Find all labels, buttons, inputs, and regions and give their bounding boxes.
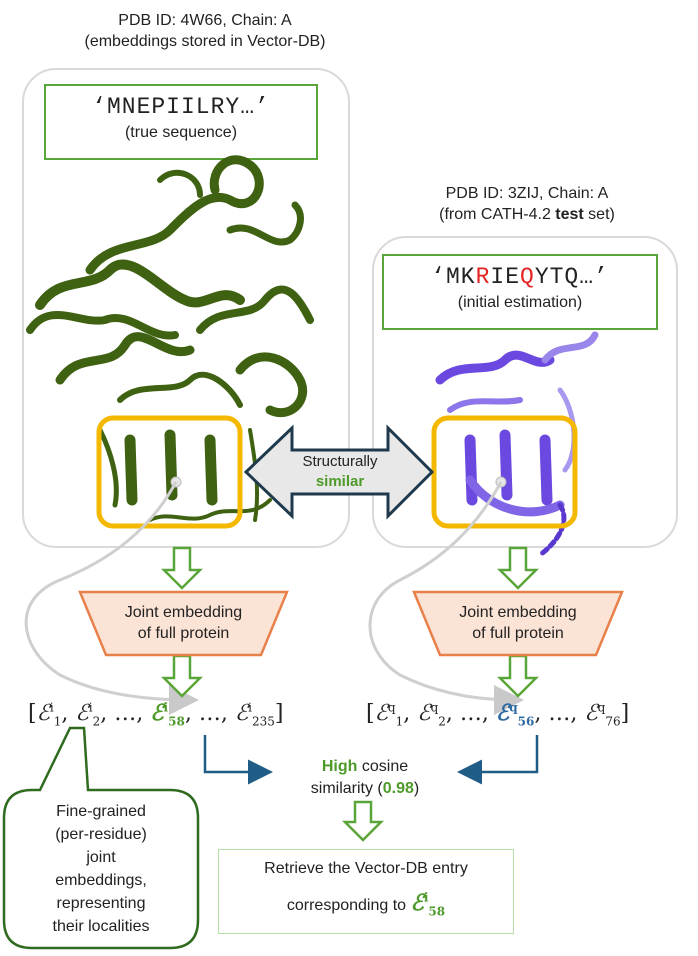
retrieve-eps: ℰ	[410, 890, 424, 916]
sup-3: i	[163, 700, 169, 715]
retrieve-sub: 58	[428, 904, 446, 919]
eps-2: ℰ	[75, 701, 89, 726]
seq-part-2: IE	[490, 264, 520, 290]
ellipsis-1: …	[114, 701, 137, 726]
rsup-2: q	[430, 700, 439, 715]
right-note-pre: (from CATH-4.2	[439, 206, 556, 223]
similarity-label: High cosine similarity (0.98)	[270, 756, 460, 800]
eps-r2: ℰ	[417, 701, 431, 726]
right-embedding-label: Joint embedding of full protein	[414, 602, 622, 644]
rsup-3: q	[509, 700, 518, 715]
double-headed-arrow	[243, 424, 435, 520]
similarity-arrow-label: Structurally similar	[292, 452, 388, 492]
eps-r1: ℰ	[374, 701, 388, 726]
right-sequence: ‘MKRIEQYTQ…’	[384, 264, 656, 290]
rellipsis-1: …	[459, 701, 482, 726]
rsup-4: q	[597, 700, 606, 715]
right-note-bold: test	[555, 206, 584, 223]
sub-2: 2	[92, 714, 101, 729]
eps-r-last: ℰ	[584, 701, 598, 726]
speech-callout	[2, 726, 200, 950]
left-embedding-vector: [ℰi1, ℰi2, …, ℰi58, …, ℰi235]	[28, 700, 284, 729]
right-sequence-caption: (initial estimation)	[457, 294, 583, 311]
retrieve-box: Retrieve the Vector-DB entry correspondi…	[218, 849, 514, 934]
retrieve-line-2: corresponding to ℰi58	[219, 890, 513, 918]
rsup-1: q	[387, 700, 396, 715]
ellipsis-2: …	[198, 701, 221, 726]
similarity-high: High	[321, 758, 358, 775]
rsub-56: 56	[517, 714, 535, 729]
left-residue-link	[24, 481, 199, 715]
retrieve-sup: i	[423, 890, 429, 905]
right-residue-link	[368, 481, 524, 715]
right-pdb-label: PDB ID: 3ZIJ, Chain: A (from CATH-4.2 te…	[372, 183, 682, 225]
similarity-rest: cosine	[357, 758, 409, 775]
sub-235: 235	[251, 714, 275, 729]
callout-line-2: (per-residue)	[55, 826, 147, 843]
left-similarity-connector	[203, 735, 273, 785]
right-similarity-connector	[457, 735, 539, 785]
seq-part-1: ‘MK	[431, 264, 476, 290]
arrow-line-2: similar	[315, 473, 365, 490]
callout-line-6: their localities	[52, 918, 150, 935]
eps-highlight-right: ℰ	[495, 700, 510, 726]
right-embed-line1: Joint embedding	[459, 604, 577, 621]
rsub-76: 76	[605, 714, 621, 729]
callout-line-3: joint	[86, 849, 116, 866]
callout-text: Fine-grained (per-residue) joint embeddi…	[8, 800, 194, 938]
right-down-arrow-2	[496, 654, 540, 698]
retrieve-line-1: Retrieve the Vector-DB entry	[264, 860, 468, 877]
sup-4: i	[248, 700, 252, 715]
right-note-post: set)	[583, 206, 615, 223]
eps-last-left: ℰ	[234, 701, 249, 726]
rsub-2: 2	[438, 714, 446, 729]
seq-part-3: YTQ…’	[534, 264, 609, 290]
right-embedding-vector: [ℰq1, ℰq2, …, ℰq56, …, ℰq76]	[366, 700, 630, 729]
left-highlight-box	[96, 415, 243, 529]
sup-1: i	[49, 700, 54, 715]
right-down-arrow-1	[496, 546, 540, 590]
right-protein-structure	[435, 331, 599, 558]
left-down-arrow-2	[160, 654, 204, 698]
right-pdb-id: PDB ID: 3ZIJ, Chain: A	[445, 185, 609, 202]
left-sequence-box: ‘MNEPIILRY…’ (true sequence)	[44, 84, 318, 160]
left-pdb-id: PDB ID: 4W66, Chain: A	[118, 12, 292, 29]
callout-line-5: representing	[56, 895, 146, 912]
left-down-arrow-1	[160, 546, 204, 590]
rellipsis-2: …	[548, 701, 571, 726]
left-embed-line1: Joint embedding	[124, 604, 243, 621]
callout-line-1: Fine-grained	[56, 803, 146, 820]
left-embedding-trapezoid	[78, 590, 289, 657]
seq-mismatch-r: R	[475, 264, 491, 290]
eps-1: ℰ	[36, 701, 50, 726]
sub-58: 58	[168, 714, 185, 729]
sup-2: i	[88, 700, 93, 715]
similarity-value: 0.98	[382, 780, 414, 797]
left-pdb-label: PDB ID: 4W66, Chain: A (embeddings store…	[40, 10, 370, 52]
center-down-arrow	[341, 800, 385, 842]
left-sequence-caption: (true sequence)	[124, 124, 238, 141]
similarity-pre: similarity (	[310, 780, 383, 797]
arrow-line-1: Structurally	[302, 453, 378, 470]
right-sequence-box: ‘MKRIEQYTQ…’ (initial estimation)	[382, 254, 658, 330]
similarity-post: )	[413, 780, 420, 797]
similarity-line-1: High cosine	[270, 756, 460, 778]
right-embed-line2: of full protein	[472, 625, 564, 642]
left-embed-line2: of full protein	[137, 625, 230, 642]
similarity-line-2: similarity (0.98)	[270, 778, 460, 800]
left-pdb-note: (embeddings stored in Vector-DB)	[84, 33, 326, 50]
seq-mismatch-q: Q	[520, 264, 535, 290]
right-embedding-trapezoid	[412, 590, 624, 657]
right-pdb-note: (from CATH-4.2 test set)	[372, 204, 682, 225]
callout-line-4: embeddings,	[55, 872, 147, 889]
left-embedding-label: Joint embedding of full protein	[80, 602, 287, 644]
eps-highlight-left: ℰ	[150, 700, 164, 726]
sub-1: 1	[53, 714, 62, 729]
rsub-1: 1	[395, 714, 404, 729]
left-sequence: ‘MNEPIILRY…’	[92, 94, 270, 120]
retrieve-line-2-text: corresponding to	[286, 897, 407, 914]
